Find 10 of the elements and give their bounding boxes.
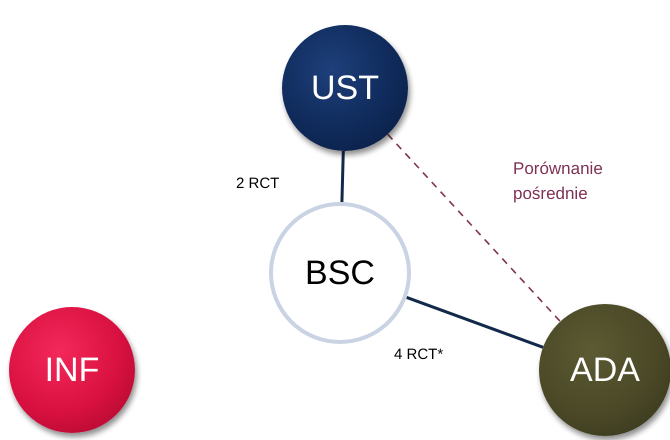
connector-line: [406, 296, 544, 349]
edge-label: 2 RCT: [236, 174, 280, 194]
edge-label: Porównanie pośrednie: [513, 158, 604, 205]
connector-line: [340, 150, 345, 202]
node-label: UST: [311, 68, 379, 108]
node-label: ADA: [570, 350, 640, 390]
edge-label: 4 RCT*: [394, 345, 444, 365]
node-label: BSC: [305, 254, 375, 292]
dashed-connector: [387, 134, 561, 322]
node-label: INF: [44, 350, 100, 390]
